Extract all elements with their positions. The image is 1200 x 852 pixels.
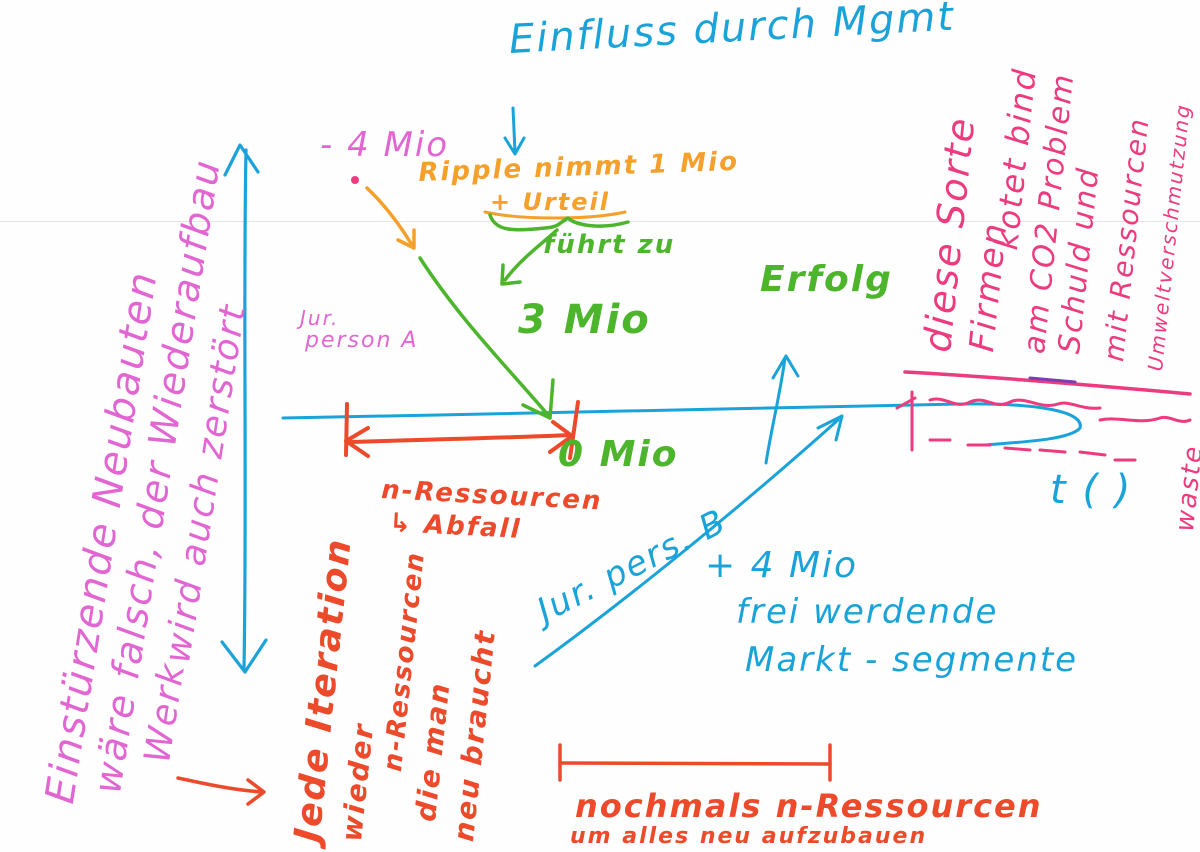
aufbauen-label: um alles neu aufzubauen	[570, 824, 928, 849]
jur-person-a-line2: person A	[305, 328, 419, 353]
pink-squiggles	[895, 390, 1192, 462]
erfolg-label: Erfolg	[760, 259, 893, 300]
bottom-bracket	[558, 743, 832, 782]
markt-segmente-label: Markt - segmente	[745, 640, 1079, 680]
start-dot	[351, 176, 359, 184]
paper-fold-line	[0, 221, 1200, 222]
3-mio-label: 3 Mio	[518, 297, 651, 343]
iteration-arrow	[176, 776, 266, 806]
plus-4-mio-label: + 4 Mio	[705, 545, 859, 586]
jur-person-a-line1: Jur.	[300, 306, 340, 330]
resource-bracket	[344, 400, 580, 460]
orange-arrow	[365, 186, 416, 250]
pink-divider	[903, 370, 1192, 396]
erfolg-arrow	[764, 354, 800, 465]
fuehrt-zu-label: führt zu	[543, 230, 676, 260]
urteil-underline	[483, 210, 627, 220]
0-mio-label: 0 Mio	[558, 434, 679, 475]
abfall-label: ↳ Abfall	[388, 508, 523, 545]
t-label: t ( )	[1050, 467, 1133, 513]
green-strokes	[418, 213, 630, 420]
nochmals-label: nochmals n-Ressourcen	[575, 787, 1043, 825]
vertical-double-arrow	[220, 143, 268, 674]
jur-b-arrow	[533, 414, 844, 668]
minus-4-mio-label: - 4 Mio	[320, 125, 450, 165]
urteil-label: + Urteil	[490, 188, 610, 216]
mgmt-down-arrow	[503, 106, 526, 156]
purple-mark	[1028, 376, 1077, 384]
frei-werdende-label: frei werdende	[736, 592, 999, 632]
